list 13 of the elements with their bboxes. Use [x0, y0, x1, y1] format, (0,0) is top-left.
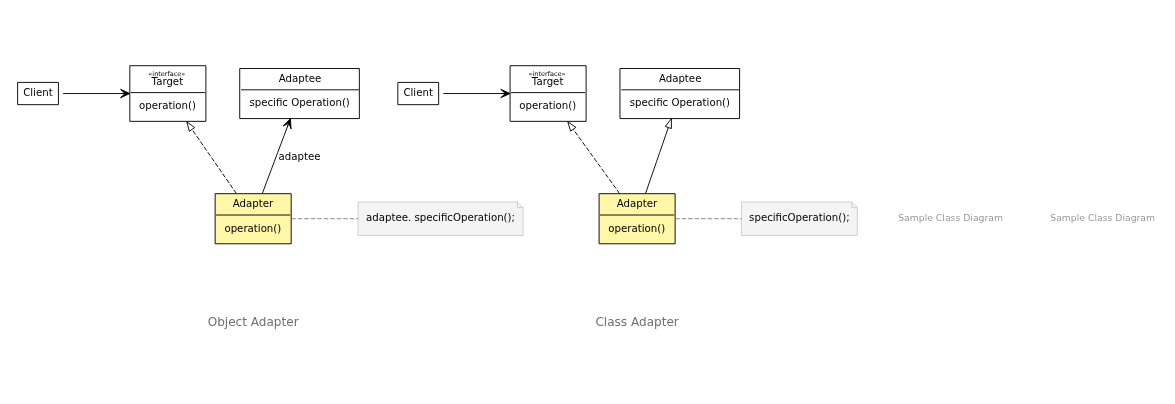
- edge-label: adaptee: [278, 150, 321, 162]
- arrow: [645, 117, 672, 194]
- label: Object Adapter: [207, 314, 299, 329]
- arrow: [442, 88, 511, 98]
- connector: [290, 217, 359, 219]
- arrow: [186, 120, 237, 194]
- arrow: [62, 88, 131, 98]
- label: Sample Class Diagram: [898, 211, 1003, 223]
- label: Sample Class Diagram: [1050, 211, 1156, 223]
- connector: [674, 217, 742, 219]
- arrow: [567, 120, 620, 194]
- arrow: [261, 117, 292, 194]
- label: Class Adapter: [595, 314, 679, 329]
